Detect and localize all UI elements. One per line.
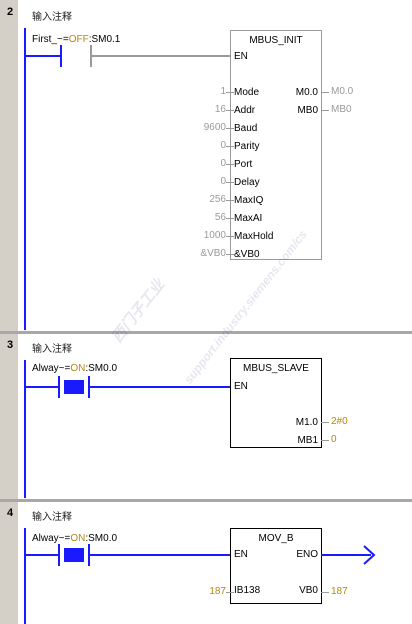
contact-right-bar[interactable]: [88, 376, 90, 398]
network-comment[interactable]: 输入注释: [32, 12, 72, 23]
pin-maxiq: MaxIQ: [234, 195, 264, 206]
contact-label: First_~=OFF:SM0.1: [32, 34, 121, 45]
contact-state: ON: [70, 533, 86, 544]
input-value[interactable]: 1000: [203, 230, 226, 241]
eno-wire: [321, 554, 371, 556]
rung-wire: [26, 386, 60, 388]
input-value[interactable]: 0: [220, 176, 226, 187]
pin-stub: [226, 254, 234, 255]
pin-mb0: MB0: [297, 105, 318, 116]
network-comment[interactable]: 输入注释: [32, 512, 72, 523]
network-number: 3: [6, 339, 14, 351]
pin-en: EN: [234, 51, 248, 62]
input-value[interactable]: 16: [214, 104, 226, 115]
pin-delay: Delay: [234, 177, 260, 188]
pin-stub: [226, 110, 234, 111]
contact-state: OFF: [68, 34, 89, 45]
input-value[interactable]: 9600: [203, 122, 226, 133]
pin-stub: [321, 592, 329, 593]
pin-stub: [321, 440, 329, 441]
input-value[interactable]: 1: [220, 86, 226, 97]
pin-stub: [226, 146, 234, 147]
input-value[interactable]: 0: [220, 140, 226, 151]
block-title: MBUS_SLAVE: [243, 363, 309, 374]
pin-stub: [226, 92, 234, 93]
input-value[interactable]: 187: [209, 586, 226, 597]
output-value[interactable]: MB0: [331, 104, 352, 115]
input-value[interactable]: 256: [209, 194, 226, 205]
rung-wire: [26, 55, 60, 57]
mbus-slave-block[interactable]: MBUS_SLAVE EN M1.0 MB1: [230, 358, 322, 448]
pin-stub: [321, 92, 329, 93]
pin-stub: [226, 128, 234, 129]
power-rail: [24, 28, 26, 330]
pin-stub: [226, 200, 234, 201]
input-value[interactable]: &VB0: [200, 248, 226, 259]
block-title: MOV_B: [258, 533, 294, 544]
power-rail: [24, 360, 26, 498]
pin-stub: [226, 218, 234, 219]
contact-right-bar[interactable]: [90, 45, 92, 67]
rung-wire-out: [90, 386, 230, 388]
pin-maxhold: MaxHold: [234, 231, 274, 242]
watermark: 西门子工业: [108, 276, 169, 346]
contact-label: Alway~=ON:SM0.0: [32, 533, 118, 544]
network-number: 4: [6, 507, 14, 519]
pin-stub: [226, 164, 234, 165]
output-value[interactable]: 187: [331, 586, 348, 597]
input-value[interactable]: 0: [220, 158, 226, 169]
coil-arrow-icon: [363, 545, 376, 565]
power-rail: [24, 528, 26, 624]
network-separator: [0, 499, 412, 502]
pin-stub: [321, 422, 329, 423]
network-comment[interactable]: 输入注释: [32, 344, 72, 355]
output-value[interactable]: 2#0: [331, 416, 348, 427]
output-value[interactable]: 0: [331, 434, 337, 445]
rung-wire: [26, 554, 60, 556]
mov-b-block[interactable]: MOV_B EN ENO IB138 VB0: [230, 528, 322, 604]
pin-en: EN: [234, 381, 248, 392]
contact-label: Alway~=ON:SM0.0: [32, 363, 118, 374]
pin-baud: Baud: [234, 123, 258, 134]
pin-eno: ENO: [296, 549, 318, 560]
pin-vb0: &VB0: [234, 249, 260, 260]
rung-wire-out: [92, 55, 230, 57]
pin-port: Port: [234, 159, 253, 170]
network-separator: [0, 331, 412, 334]
pin-mb1: MB1: [297, 435, 318, 446]
network-number: 2: [6, 6, 14, 18]
pin-stub: [226, 236, 234, 237]
contact-right-bar[interactable]: [88, 544, 90, 566]
pin-stub: [226, 182, 234, 183]
pin-in: IB138: [234, 585, 261, 596]
pin-out: VB0: [299, 585, 318, 596]
network-gutter: [0, 0, 18, 624]
pin-m00: M0.0: [295, 87, 318, 98]
mbus-init-block[interactable]: MBUS_INIT EN Mode Addr Baud Parity Port …: [230, 30, 322, 260]
pin-stub: [226, 592, 234, 593]
pin-en: EN: [234, 549, 248, 560]
contact-energized[interactable]: [64, 380, 84, 394]
pin-maxai: MaxAI: [234, 213, 263, 224]
pin-addr: Addr: [234, 105, 256, 116]
pin-mode: Mode: [234, 87, 260, 98]
pin-stub: [321, 110, 329, 111]
input-value[interactable]: 56: [214, 212, 226, 223]
contact-left-bar[interactable]: [60, 45, 62, 67]
rung-wire-out: [90, 554, 230, 556]
contact-energized[interactable]: [64, 548, 84, 562]
pin-parity: Parity: [234, 141, 260, 152]
contact-left-bar[interactable]: [58, 376, 60, 398]
contact-state: ON: [70, 363, 86, 374]
contact-left-bar[interactable]: [58, 544, 60, 566]
output-value[interactable]: M0.0: [331, 86, 354, 97]
block-title: MBUS_INIT: [249, 35, 303, 46]
pin-m10: M1.0: [295, 417, 318, 428]
